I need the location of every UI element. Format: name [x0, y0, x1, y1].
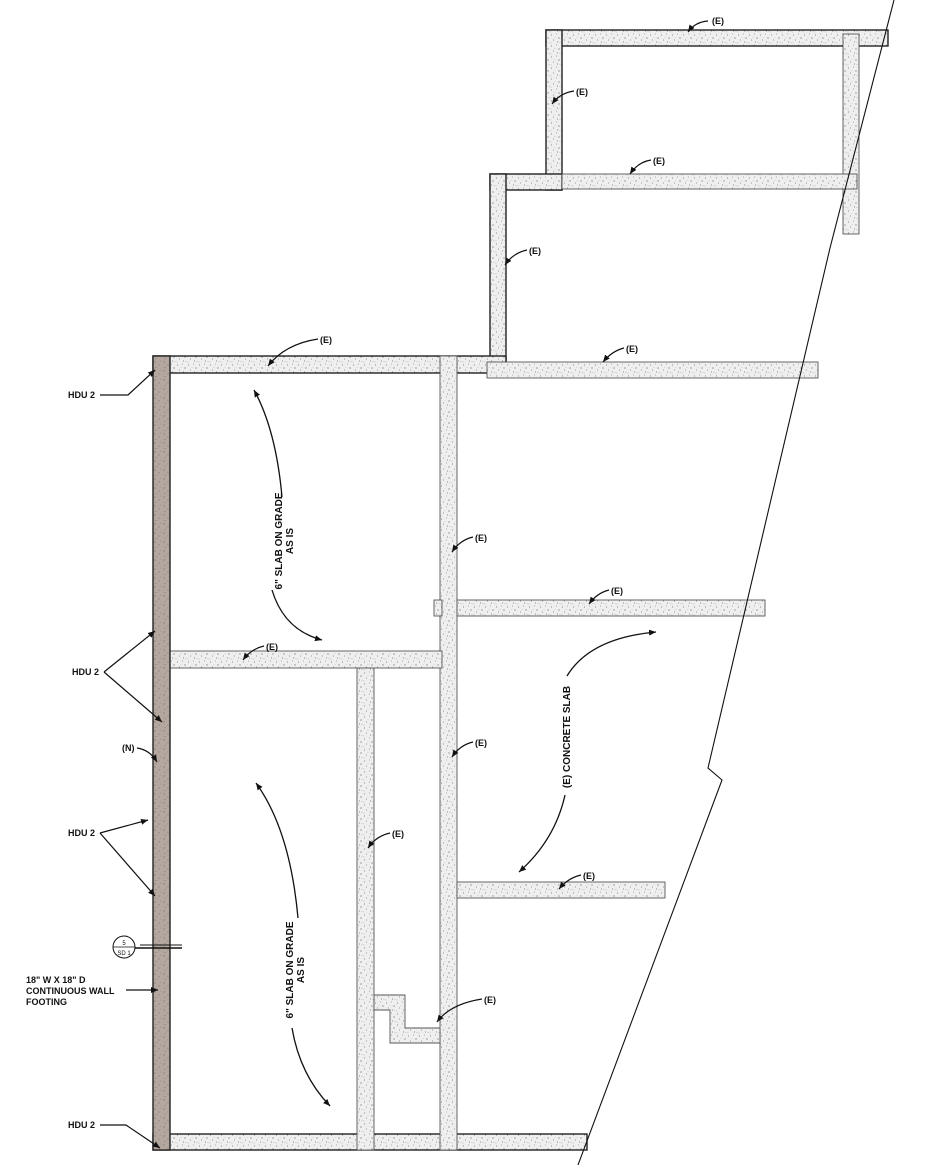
- label-existing-10: (E): [475, 738, 487, 748]
- label-existing-2: (E): [576, 87, 588, 97]
- label-existing-9: (E): [266, 642, 278, 652]
- label-existing-6: (E): [626, 344, 638, 354]
- wall-right-vertical: [842, 33, 860, 235]
- label-existing-12: (E): [583, 871, 595, 881]
- slab-bottom-annotation: 6" SLAB ON GRADE AS IS: [255, 782, 331, 1107]
- slab-top-annotation: 6" SLAB ON GRADE AS IS: [253, 389, 323, 642]
- section-sheet: SD 1: [117, 951, 131, 957]
- label-existing-3: (E): [653, 156, 665, 166]
- label-new: (N): [122, 743, 135, 753]
- wall-mid-horizontal: [486, 361, 819, 379]
- footing-callout: 18" W X 18" D CONTINUOUS WALL FOOTING: [26, 975, 158, 1007]
- label-existing-5: (E): [320, 335, 332, 345]
- existing-interior-walls: [169, 33, 860, 1151]
- concrete-slab-annotation: (E) CONCRETE SLAB: [518, 629, 657, 873]
- label-footing-line3: FOOTING: [26, 997, 67, 1007]
- label-existing-1: (E): [712, 16, 724, 26]
- label-footing-line1: 18" W X 18" D: [26, 975, 86, 985]
- new-callout: (N): [122, 743, 158, 763]
- wall-mid-left: [489, 173, 507, 375]
- label-existing-7: (E): [475, 533, 487, 543]
- property-line: [577, 0, 895, 1165]
- new-wall-left: [152, 355, 171, 1151]
- section-marker: 5 SD 1: [112, 935, 182, 959]
- section-number: 5: [122, 941, 126, 947]
- label-existing-11: (E): [392, 829, 404, 839]
- wall-horizontal-882: [456, 881, 666, 899]
- wall-horizontal-600: [456, 599, 766, 617]
- wall-stub-600: [433, 599, 443, 617]
- wall-horizontal-652: [169, 650, 443, 669]
- existing-callouts: (E) (E) (E) (E) (E) (E) (E) (E) (E) (E) …: [242, 16, 724, 1023]
- label-hdu-1: HDU 2: [68, 390, 95, 400]
- slab-top-line2: AS IS: [285, 528, 296, 554]
- hdu-callouts: HDU 2 HDU 2 HDU 2 HDU 2: [68, 369, 163, 1149]
- slab-bottom-line2: AS IS: [296, 957, 307, 983]
- slab-top-line1: 6" SLAB ON GRADE: [274, 492, 285, 589]
- label-hdu-2: HDU 2: [72, 667, 99, 677]
- label-existing-4: (E): [529, 246, 541, 256]
- slab-bottom-line1: 6" SLAB ON GRADE: [285, 921, 296, 1018]
- wall-notch: [373, 994, 441, 1044]
- wall-upper-horizontal: [561, 173, 858, 190]
- label-hdu-3: HDU 2: [68, 828, 95, 838]
- label-hdu-4: HDU 2: [68, 1120, 95, 1130]
- label-existing-13: (E): [484, 995, 496, 1005]
- wall-top-upper: [545, 29, 889, 47]
- wall-corridor-vertical: [356, 667, 375, 1151]
- existing-exterior-walls: [152, 29, 889, 1151]
- concrete-slab-label: (E) CONCRETE SLAB: [562, 686, 573, 788]
- label-footing-line2: CONTINUOUS WALL: [26, 986, 115, 996]
- wall-upper-left: [545, 29, 563, 191]
- label-existing-8: (E): [611, 586, 623, 596]
